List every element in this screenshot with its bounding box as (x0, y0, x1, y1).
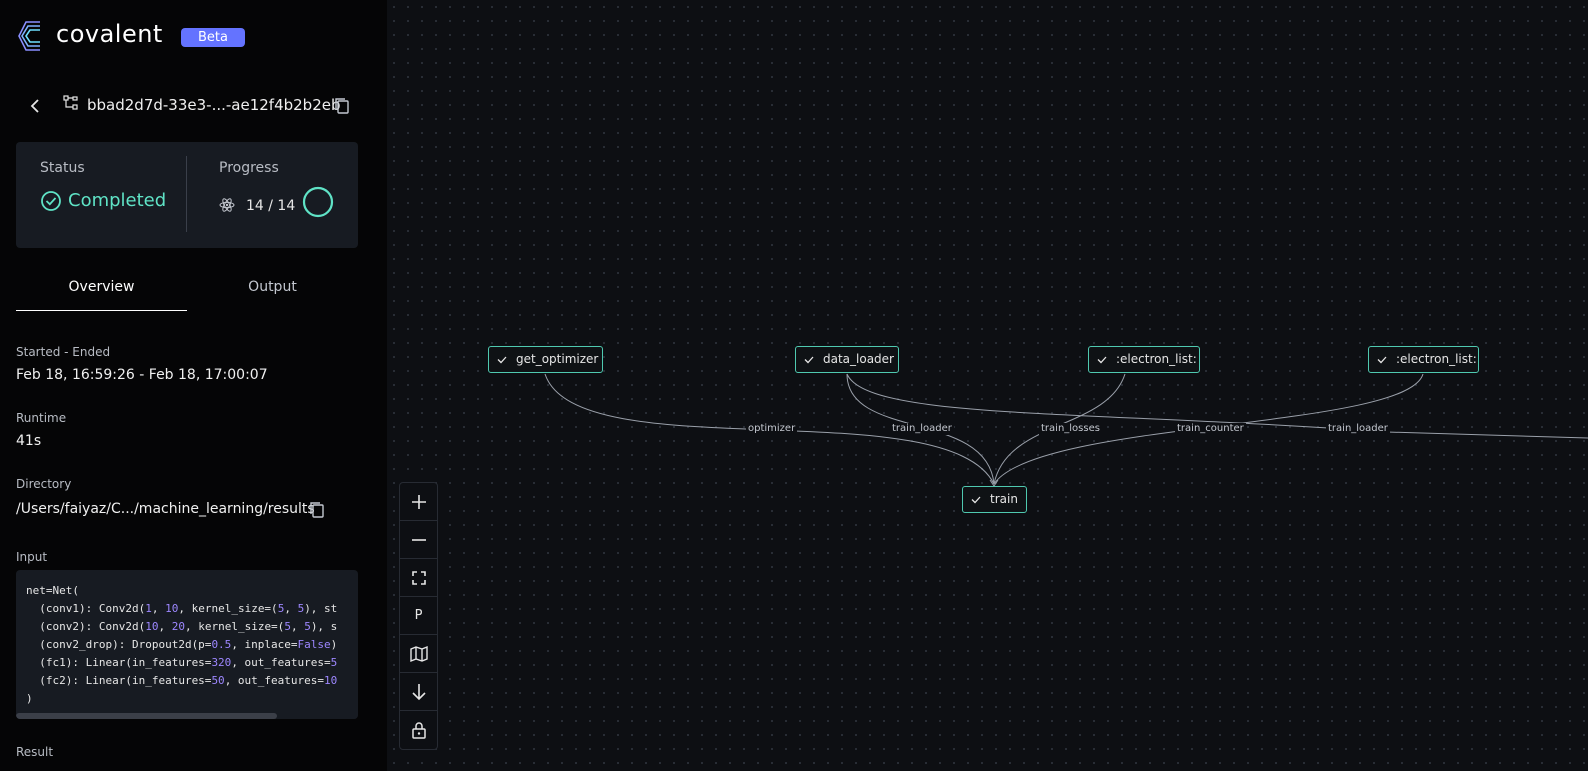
check-icon (971, 496, 981, 504)
progress-ring (302, 186, 334, 218)
minimap-button[interactable] (400, 635, 437, 673)
node-get-optimizer[interactable]: get_optimizer (488, 346, 603, 373)
check-icon (497, 356, 507, 364)
progress-label: Progress (219, 160, 279, 176)
graph-icon (63, 95, 78, 110)
direction-button[interactable] (400, 673, 437, 711)
divider (186, 156, 187, 232)
runtime-value: 41s (16, 433, 42, 449)
graph-controls: P (399, 482, 438, 750)
beta-badge: Beta (181, 28, 245, 47)
check-icon (804, 356, 814, 364)
result-label: Result (16, 745, 54, 759)
tab-overview[interactable]: Overview (16, 268, 187, 311)
graph-canvas[interactable]: optimizer train_loader train_losses trai… (387, 0, 1588, 771)
lock-icon (411, 722, 426, 739)
toggle-params-button[interactable]: P (400, 597, 437, 635)
status-card: Status Completed Progress 14 / 14 (16, 142, 358, 248)
node-label: :electron_list: (1116, 352, 1197, 366)
edge-label-train-loader: train_loader (890, 423, 954, 435)
copy-icon[interactable] (334, 97, 350, 115)
edge-train-loader-offscreen (846, 373, 1588, 439)
node-train[interactable]: train (962, 486, 1027, 513)
brand-name: covalent (56, 20, 163, 48)
sidebar: covalent Beta bbad2d7d-33e3-...-ae12f4b2… (0, 0, 387, 771)
dispatch-id: bbad2d7d-33e3-...-ae12f4b2b2eb (87, 96, 341, 114)
horizontal-scrollbar[interactable] (16, 713, 358, 719)
arrow-down-icon (411, 683, 426, 700)
node-electron-list[interactable]: :electron_list: (1088, 346, 1200, 373)
status-value: Completed (68, 190, 167, 211)
directory-label: Directory (16, 477, 72, 491)
check-circle-icon (41, 191, 61, 211)
progress-value: 14 / 14 (246, 198, 296, 214)
runtime-label: Runtime (16, 411, 67, 425)
node-label: get_optimizer (516, 352, 599, 366)
map-icon (409, 645, 428, 662)
check-icon (1097, 356, 1107, 364)
directory-value: /Users/faiyaz/C.../machine_learning/resu… (16, 501, 315, 517)
edge-label-train-counter: train_counter (1175, 423, 1246, 435)
started-ended-label: Started - Ended (16, 345, 111, 359)
check-icon (1377, 356, 1387, 364)
started-ended-value: Feb 18, 16:59:26 - Feb 18, 17:00:07 (16, 367, 268, 383)
scrollbar-thumb[interactable] (16, 713, 277, 719)
fit-view-button[interactable] (400, 559, 437, 597)
edge-label-optimizer: optimizer (746, 423, 798, 435)
fullscreen-icon (411, 570, 426, 585)
zoom-out-button[interactable] (400, 521, 437, 559)
input-code-block[interactable]: net=Net( (conv1): Conv2d(1, 10, kernel_s… (16, 570, 358, 719)
input-code: net=Net( (conv1): Conv2d(1, 10, kernel_s… (26, 584, 338, 705)
edge-label-train-losses: train_losses (1039, 423, 1102, 435)
plus-icon (411, 494, 426, 509)
edge-label-train-loader-2: train_loader (1326, 423, 1390, 435)
atom-icon (219, 198, 235, 212)
lock-button[interactable] (400, 711, 437, 749)
status-label: Status (40, 160, 85, 176)
node-label: train (990, 492, 1018, 506)
input-label: Input (16, 550, 48, 564)
node-data-loader[interactable]: data_loader (795, 346, 899, 373)
node-label: data_loader (823, 352, 894, 366)
graph-edges (544, 373, 1588, 487)
chevron-left-icon[interactable] (26, 96, 46, 116)
copy-icon[interactable] (309, 501, 325, 519)
zoom-in-button[interactable] (400, 483, 437, 521)
tab-output[interactable]: Output (248, 279, 297, 295)
node-electron-list[interactable]: :electron_list: (1368, 346, 1479, 373)
node-label: :electron_list: (1396, 352, 1477, 366)
covalent-logo-icon[interactable] (16, 18, 46, 54)
minus-icon (411, 538, 426, 541)
